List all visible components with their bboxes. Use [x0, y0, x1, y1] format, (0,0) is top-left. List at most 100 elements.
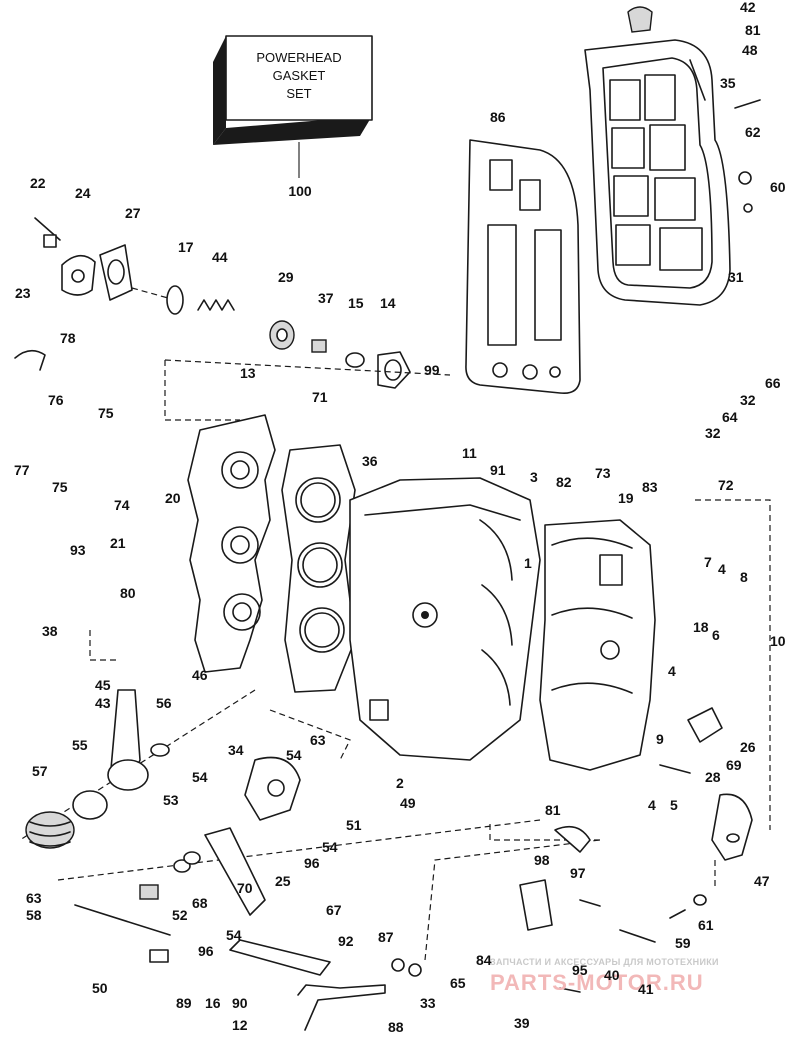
callout-label: 60 [770, 179, 786, 195]
callout-label: 26 [740, 739, 756, 755]
exhaust-cover-plate [584, 6, 761, 306]
callout-label: 66 [765, 375, 781, 391]
callout-label: 8 [740, 569, 748, 585]
kit-line-1: POWERHEAD [256, 50, 341, 65]
callout-label: 9 [656, 731, 664, 747]
callout-label: 91 [490, 462, 506, 478]
callout-label: 36 [362, 453, 378, 469]
cylinder-block [349, 477, 541, 761]
callout-label: 50 [92, 980, 108, 996]
callout-label: 73 [595, 465, 611, 481]
callout-label: 5 [670, 797, 678, 813]
callout-label: 77 [14, 462, 30, 478]
callout-label: 38 [42, 623, 58, 639]
callout-label: 51 [346, 817, 362, 833]
callout-label: 61 [698, 917, 714, 933]
callout-label: 55 [72, 737, 88, 753]
callout-label: 13 [240, 365, 256, 381]
callout-label: 11 [462, 445, 477, 461]
callout-label: 48 [742, 42, 758, 58]
callout-label: 4 [648, 797, 656, 813]
small-parts-row [14, 217, 411, 389]
callout-labels: 42 81 48 35 62 60 31 86 22 24 27 17 44 2… [14, 0, 786, 1035]
kit-part-number: 100 [288, 183, 312, 199]
callout-label: 75 [52, 479, 68, 495]
callout-label: 6 [712, 627, 720, 643]
callout-label: 93 [70, 542, 86, 558]
callout-label: 75 [98, 405, 114, 421]
callout-label: 86 [490, 109, 506, 125]
watermark: ЗАПЧАСТИ И АКСЕССУАРЫ ДЛЯ МОТОТЕХНИКИ PA… [490, 957, 719, 995]
callout-label: 42 [740, 0, 756, 15]
callout-label: 98 [534, 852, 550, 868]
linkage-parts [25, 689, 386, 1031]
callout-label: 89 [176, 995, 192, 1011]
gasket-set-box: POWERHEAD GASKET SET 100 [213, 35, 373, 199]
callout-label: 31 [728, 269, 744, 285]
callout-label: 68 [192, 895, 208, 911]
callout-label: 58 [26, 907, 42, 923]
cylinder-head [187, 414, 276, 673]
watermark-tagline: ЗАПЧАСТИ И АКСЕССУАРЫ ДЛЯ МОТОТЕХНИКИ [490, 957, 719, 967]
callout-label: 78 [60, 330, 76, 346]
callout-label: 59 [675, 935, 691, 951]
crankcase [539, 519, 656, 771]
callout-label: 83 [642, 479, 658, 495]
callout-label: 64 [722, 409, 738, 425]
callout-label: 72 [718, 477, 734, 493]
callout-label: 1 [524, 555, 532, 571]
callout-label: 20 [165, 490, 181, 506]
callout-label: 2 [396, 775, 404, 791]
callout-label: 32 [740, 392, 756, 408]
callout-label: 46 [192, 667, 208, 683]
callout-label: 16 [205, 995, 221, 1011]
callout-label: 71 [312, 389, 328, 405]
kit-line-2: GASKET [273, 68, 326, 83]
callout-label: 92 [338, 933, 354, 949]
callout-label: 74 [114, 497, 130, 513]
callout-label: 67 [326, 902, 342, 918]
inner-gasket [465, 139, 581, 395]
callout-label: 28 [705, 769, 721, 785]
callout-label: 88 [388, 1019, 404, 1035]
callout-label: 54 [192, 769, 208, 785]
callout-label: 56 [156, 695, 172, 711]
callout-label: 7 [704, 554, 712, 570]
callout-label: 99 [424, 362, 440, 378]
callout-label: 57 [32, 763, 48, 779]
callout-label: 19 [618, 490, 634, 506]
callout-label: 40 [604, 967, 620, 983]
callout-label: 47 [754, 873, 770, 889]
callout-label: 23 [15, 285, 31, 301]
callout-label: 21 [110, 535, 126, 551]
callout-label: 17 [178, 239, 194, 255]
callout-label: 45 [95, 677, 111, 693]
callout-label: 81 [745, 22, 761, 38]
callout-label: 62 [745, 124, 761, 140]
callout-label: 84 [476, 952, 492, 968]
callout-label: 32 [705, 425, 721, 441]
callout-label: 54 [286, 747, 302, 763]
watermark-site: PARTS-MOTOR.RU [490, 970, 704, 995]
callout-label: 90 [232, 995, 248, 1011]
callout-label: 22 [30, 175, 46, 191]
callout-label: 4 [718, 561, 726, 577]
callout-label: 34 [228, 742, 244, 758]
callout-label: 80 [120, 585, 136, 601]
callout-label: 44 [212, 249, 228, 265]
callout-label: 87 [378, 929, 394, 945]
callout-label: 95 [572, 962, 588, 978]
callout-label: 76 [48, 392, 64, 408]
callout-label: 52 [172, 907, 188, 923]
callout-label: 24 [75, 185, 91, 201]
kit-line-3: SET [286, 86, 311, 101]
callout-label: 3 [530, 469, 538, 485]
callout-label: 29 [278, 269, 294, 285]
callout-label: 4 [668, 663, 676, 679]
callout-label: 97 [570, 865, 586, 881]
callout-label: 43 [95, 695, 111, 711]
callout-label: 82 [556, 474, 572, 490]
callout-label: 96 [304, 855, 320, 871]
